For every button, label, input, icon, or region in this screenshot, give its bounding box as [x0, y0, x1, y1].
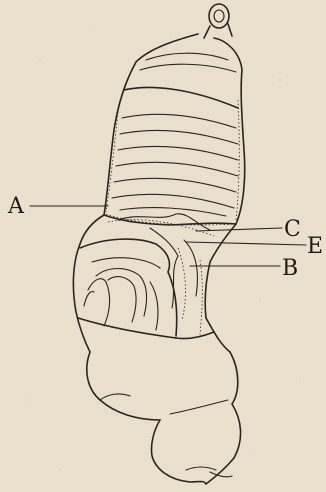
label-b: B	[282, 256, 298, 281]
junction-folds	[118, 214, 210, 308]
upper-band	[124, 87, 238, 108]
lower-segment-creases	[100, 394, 232, 477]
lower-chamber-outline	[73, 244, 230, 420]
paper-texture	[29, 29, 301, 471]
upper-folds	[112, 53, 238, 216]
lower-septum	[78, 239, 177, 338]
leader-e	[186, 242, 306, 245]
apical-stalk	[204, 4, 232, 38]
lower-folds	[84, 258, 160, 330]
label-e: E	[307, 234, 323, 259]
label-c: C	[284, 217, 301, 242]
label-a: A	[7, 194, 25, 219]
